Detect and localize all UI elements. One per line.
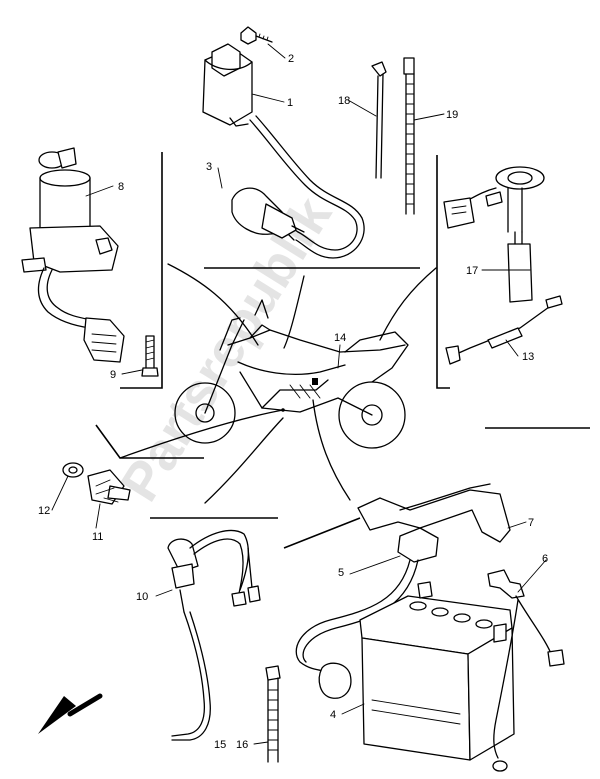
battery-part-4: [359, 581, 515, 761]
front-direction-arrow-icon: [38, 693, 103, 734]
callout-1: 1: [287, 97, 293, 109]
callout-leaders: [51, 43, 547, 745]
gasket-part-12: [62, 462, 84, 478]
callout-10: 10: [136, 591, 148, 603]
location-leaders: [119, 263, 437, 504]
negative-lead-part-6: [487, 569, 565, 772]
oil-switch-part-10: [167, 529, 261, 741]
battery-band-part-7: [357, 483, 511, 543]
ignition-coil-part-1: [202, 43, 365, 259]
callout-19: 19: [446, 109, 458, 121]
main-switch-part-8: [21, 147, 125, 363]
lead-wire-part-13: [445, 295, 563, 365]
callout-14: 14: [334, 332, 346, 344]
screw-part-9: [141, 335, 159, 377]
cable-tie-part-19: [403, 57, 415, 215]
callout-17: 17: [466, 265, 478, 277]
callout-12: 12: [38, 505, 50, 517]
callout-13: 13: [522, 351, 534, 363]
callout-3: 3: [206, 161, 212, 173]
battery-lead-part-5: [295, 527, 439, 699]
divider-lines: [95, 152, 590, 549]
neutral-switch-part-11: [87, 469, 131, 505]
callout-16: 16: [236, 739, 248, 751]
fuse-holder-part-17: [443, 166, 545, 303]
callout-8: 8: [118, 181, 124, 193]
callout-9: 9: [110, 369, 116, 381]
spark-plug-cap-part-3: [231, 187, 305, 239]
band-part-15-16: [265, 665, 281, 763]
callout-6: 6: [542, 553, 548, 565]
callout-2: 2: [288, 53, 294, 65]
callout-15: 15: [214, 739, 226, 751]
watermark: Partsrepublik: [109, 186, 343, 511]
callout-11: 11: [92, 531, 103, 543]
callout-labels: 1 2 3 4 5 6 7 8 9 10 11 12 13 14 15 16 1…: [38, 53, 548, 751]
motorcycle-location-illustration: [174, 299, 409, 449]
callout-18: 18: [338, 95, 350, 107]
callout-7: 7: [528, 517, 534, 529]
callout-4: 4: [330, 709, 336, 721]
cable-tie-part-18: [371, 61, 387, 179]
callout-5: 5: [338, 567, 344, 579]
bolt-part-2: [240, 26, 273, 45]
